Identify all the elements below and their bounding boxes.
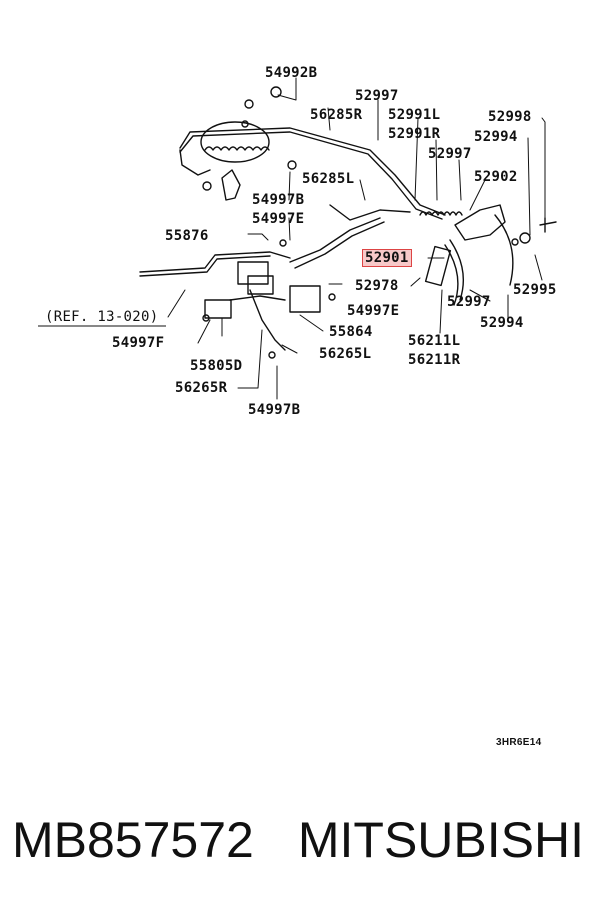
label-52997-mid: 52997: [428, 146, 472, 162]
label-56211L: 56211L: [408, 333, 461, 349]
label-52994-top: 52994: [474, 129, 518, 145]
part-number: MB857572: [12, 812, 254, 868]
right-bracket: [454, 204, 506, 241]
valve-block: [237, 261, 269, 285]
bolt-left-5: [202, 314, 210, 322]
label-54992B: 54992B: [265, 65, 318, 81]
label-54997F: 54997F: [112, 335, 165, 351]
bolt-left-3: [279, 239, 287, 247]
valve-55864: [289, 285, 321, 313]
hose-ellipse: [200, 121, 270, 163]
brake-line-left-loop: [179, 149, 211, 176]
bolt-left-6: [268, 351, 276, 359]
label-54997B-top: 54997B: [252, 192, 305, 208]
valve-55805D: [204, 299, 232, 319]
leader-lines: [167, 77, 546, 400]
brake-line-upper-2: [179, 131, 443, 220]
label-52991L: 52991L: [388, 107, 441, 123]
right-hose: [449, 239, 465, 301]
valve-link-2: [249, 289, 286, 351]
label-56211R: 56211R: [408, 352, 461, 368]
label-52978: 52978: [355, 278, 399, 294]
valve-block-2: [247, 275, 274, 295]
coil-spring-right: [419, 211, 463, 216]
footer: MB857572 MITSUBISHI: [12, 808, 592, 872]
coil-spring-left: [204, 146, 270, 151]
label-55864: 55864: [329, 324, 373, 340]
brake-line-upper: [179, 127, 446, 216]
right-arc: [494, 214, 514, 286]
label-54997B-bottom: 54997B: [248, 402, 301, 418]
label-54997E-mid: 54997E: [347, 303, 400, 319]
label-55876: 55876: [165, 228, 209, 244]
label-52995: 52995: [513, 282, 557, 298]
brake-line-mid-2: [289, 217, 381, 263]
brake-line-main-2: [139, 255, 271, 277]
bolt-top-3: [241, 120, 249, 128]
label-55805D: 55805D: [190, 358, 243, 374]
label-56285R: 56285R: [310, 107, 363, 123]
label-56265L: 56265L: [319, 346, 372, 362]
washer-52994: [511, 238, 519, 246]
label-52901-highlighted[interactable]: 52901: [362, 249, 412, 267]
brand-name: MITSUBISHI: [297, 812, 584, 868]
brake-line-main: [139, 251, 291, 273]
label-54997E-top: 54997E: [252, 211, 305, 227]
brake-line-mid-3: [294, 221, 385, 269]
label-ref-13-020: (REF. 13-020): [45, 309, 159, 325]
label-52991R: 52991R: [388, 126, 441, 142]
bolt-left-1: [202, 181, 212, 191]
label-52902: 52902: [474, 169, 518, 185]
label-52994-low: 52994: [480, 315, 524, 331]
label-56265R: 56265R: [175, 380, 228, 396]
bolt-top-2: [244, 99, 254, 109]
brake-line-mid: [329, 204, 411, 221]
bolt-left-2: [287, 160, 297, 170]
ref-underline: [38, 325, 166, 327]
washer-52995: [519, 232, 531, 244]
bolt-top-54992B: [270, 86, 282, 98]
bracket-left: [221, 169, 241, 201]
valve-link: [229, 295, 286, 301]
label-52997-low: 52997: [447, 294, 491, 310]
label-52997-top: 52997: [355, 88, 399, 104]
bracket-5621: [424, 245, 452, 287]
bolt-left-4: [328, 293, 336, 301]
bolt-52998: [539, 217, 557, 233]
diagram-code: 3HR6E14: [496, 737, 542, 748]
label-52998: 52998: [488, 109, 532, 125]
label-56285L: 56285L: [302, 171, 355, 187]
